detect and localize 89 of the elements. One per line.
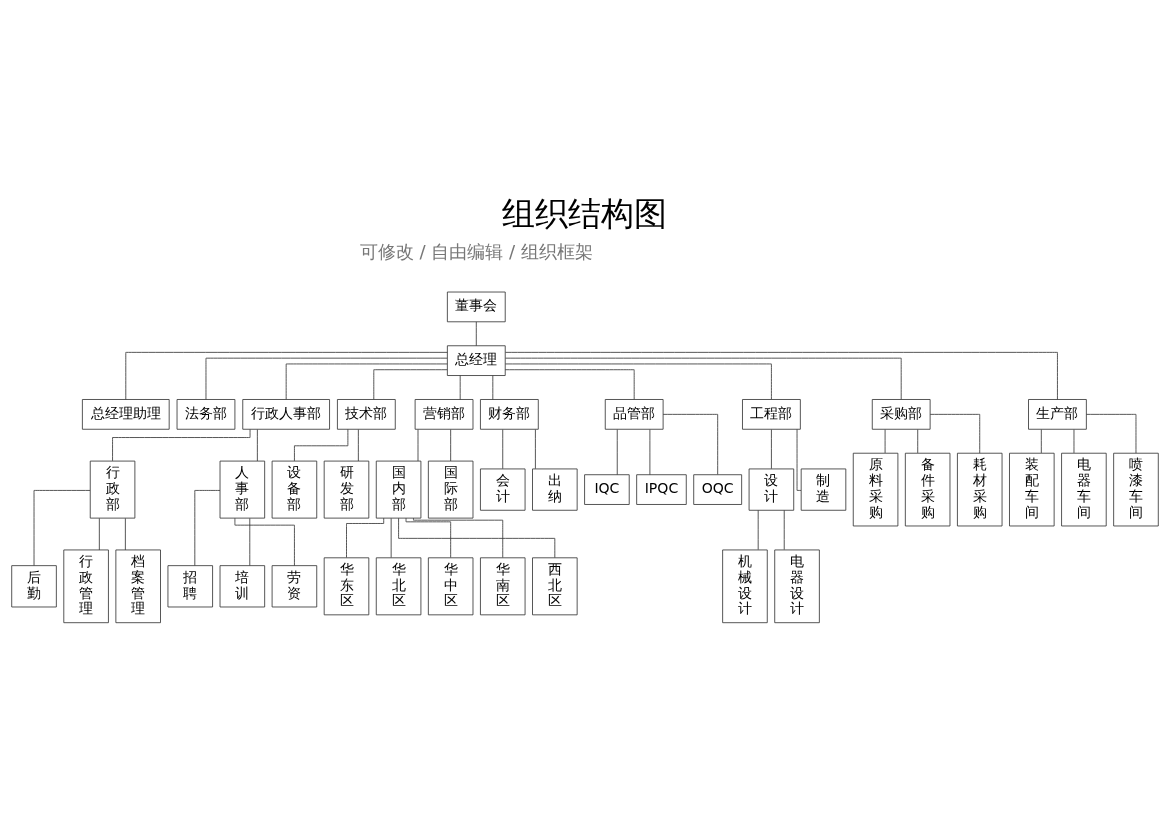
node-box: 采购部 (871, 399, 931, 430)
connector (346, 517, 385, 558)
connector (649, 429, 651, 476)
node-box: OQC (693, 474, 743, 505)
node-box: 培训 (219, 565, 266, 608)
connector (505, 363, 772, 400)
connector (33, 490, 91, 566)
node-box: 耗材采购 (957, 452, 1003, 527)
node-box: 出纳 (532, 468, 578, 511)
node-box: 华中区 (427, 557, 474, 616)
node-box: 设备部 (271, 460, 318, 519)
node-box: 电器设计 (774, 549, 820, 624)
node-box: 华北区 (375, 557, 422, 616)
node-box: 总经理助理 (81, 399, 170, 430)
connector (929, 413, 981, 454)
connector (285, 363, 448, 400)
connector (884, 429, 886, 454)
node-box: 制造 (800, 468, 847, 511)
node-box: 技术部 (337, 399, 396, 430)
connector (398, 517, 556, 558)
diagram-title: 组织结构图 (502, 194, 668, 234)
node-box: 装配车间 (1009, 452, 1055, 527)
connector (917, 429, 919, 454)
connector (459, 375, 461, 400)
connector (390, 517, 392, 558)
connector (1073, 429, 1075, 454)
node-box: 工程部 (742, 399, 801, 430)
connector (234, 517, 295, 567)
node-box: 档案管理 (115, 549, 161, 624)
node-box: IQC (584, 474, 630, 505)
connector (450, 429, 452, 462)
connector (535, 429, 536, 470)
connector (783, 509, 785, 550)
node-box: 会计 (480, 468, 526, 511)
connector (294, 428, 349, 462)
connector (771, 429, 772, 470)
node-box: 后勤 (11, 565, 57, 608)
node-box: 行政管理 (63, 549, 109, 624)
connector (1040, 429, 1042, 454)
node-box: 人事部 (219, 460, 266, 519)
connector (1086, 413, 1137, 454)
node-box: 财务部 (480, 399, 539, 430)
connector (796, 429, 802, 491)
connector (757, 509, 759, 550)
node-box: 设计 (748, 468, 795, 511)
connector (413, 517, 504, 558)
connector (112, 429, 251, 462)
connector (504, 369, 635, 400)
connector (256, 429, 258, 462)
connector (125, 351, 448, 400)
node-box: 喷漆车间 (1113, 452, 1159, 527)
node-box: 华东区 (323, 557, 370, 616)
node-box: 行政部 (89, 460, 136, 519)
node-box: 董事会 (446, 291, 506, 323)
connector (373, 369, 448, 400)
node-box: 国内部 (375, 460, 422, 519)
connector (505, 351, 1058, 400)
connector (124, 517, 126, 551)
connector (249, 517, 251, 566)
node-box: 行政人事部 (242, 399, 330, 430)
node-box: 劳资 (271, 565, 318, 608)
connector (194, 490, 221, 566)
node-box: 西北区 (532, 557, 578, 616)
node-box: 机械设计 (722, 549, 768, 624)
node-box: 研发部 (323, 460, 370, 519)
node-box: 生产部 (1028, 399, 1087, 430)
connector (505, 357, 902, 400)
connector (405, 517, 452, 558)
connector (492, 375, 494, 400)
node-box: 备件采购 (904, 452, 951, 527)
connector (616, 429, 618, 476)
connector (502, 429, 504, 470)
node-box: 原料采购 (852, 452, 899, 527)
connector (357, 429, 359, 462)
node-box: 营销部 (414, 399, 474, 430)
connector (98, 517, 100, 551)
node-box: 国际部 (427, 460, 474, 519)
node-box: IPQC (636, 474, 687, 505)
connector (417, 429, 419, 462)
connector (662, 413, 719, 475)
node-box: 法务部 (176, 399, 236, 430)
node-box: 华南区 (480, 557, 526, 616)
node-box: 总经理 (446, 345, 506, 376)
node-box: 招聘 (167, 565, 213, 608)
label: 可修改 / 自由编辑 / 组织框架 (359, 240, 593, 262)
connector (475, 321, 477, 347)
node-box: 电器车间 (1061, 452, 1107, 527)
node-box: 品管部 (604, 399, 664, 430)
connector (205, 357, 448, 400)
